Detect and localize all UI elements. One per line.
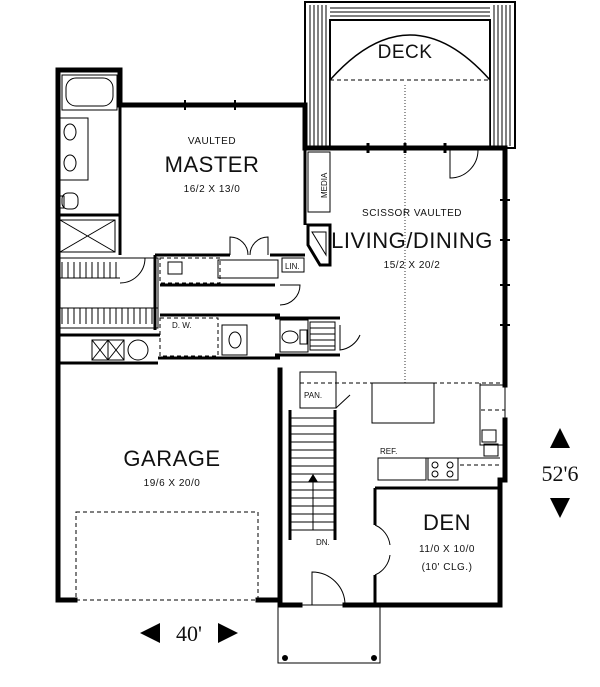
den-size: 11/0 X 10/0 — [419, 544, 475, 555]
master-bath — [57, 74, 159, 330]
staircase: DN. — [288, 410, 346, 606]
depth-label: 52'6 — [542, 461, 579, 486]
refrigerator-label: REF. — [380, 447, 397, 456]
garage-label: GARAGE — [123, 446, 220, 471]
master-bedroom: VAULTED MASTER 16/2 X 13/0 — [118, 100, 307, 257]
width-dimension: 40' — [140, 621, 238, 646]
deck-label: DECK — [378, 42, 433, 63]
hall-bath — [275, 316, 361, 357]
master-note: VAULTED — [188, 136, 236, 147]
living-dining: MEDIA SCISSOR VAULTED LIVING/DINING 15/2… — [306, 85, 510, 385]
arrow-right-icon — [218, 623, 238, 643]
garage: GARAGE 19/6 X 20/0 — [58, 333, 259, 601]
utility-area: D. W. LIN. — [158, 257, 305, 360]
width-label: 40' — [176, 621, 202, 646]
depth-dimension: 52'6 — [542, 428, 579, 518]
master-label: MASTER — [165, 152, 260, 177]
front-porch — [277, 604, 381, 664]
den-ceiling: (10' CLG.) — [422, 562, 473, 573]
garage-size: 19/6 X 20/0 — [144, 478, 201, 489]
den-label: DEN — [423, 510, 471, 535]
deck-area: DECK — [304, 1, 516, 149]
den: DEN 11/0 X 10/0 (10' CLG.) — [373, 486, 500, 605]
arrow-down-icon — [550, 498, 570, 518]
stairs-down-label: DN. — [316, 538, 330, 547]
arrow-up-icon — [550, 428, 570, 448]
living-label: LIVING/DINING — [331, 228, 493, 253]
kitchen: REF. PAN. — [299, 371, 506, 481]
pantry-label: PAN. — [304, 391, 322, 400]
media-label: MEDIA — [320, 172, 329, 198]
linen-label: LIN. — [285, 262, 300, 271]
washer-dryer-label: D. W. — [172, 321, 192, 330]
living-size: 15/2 X 20/2 — [384, 260, 441, 271]
living-note: SCISSOR VAULTED — [362, 208, 462, 219]
arrow-left-icon — [140, 623, 160, 643]
master-size: 16/2 X 13/0 — [184, 184, 241, 195]
